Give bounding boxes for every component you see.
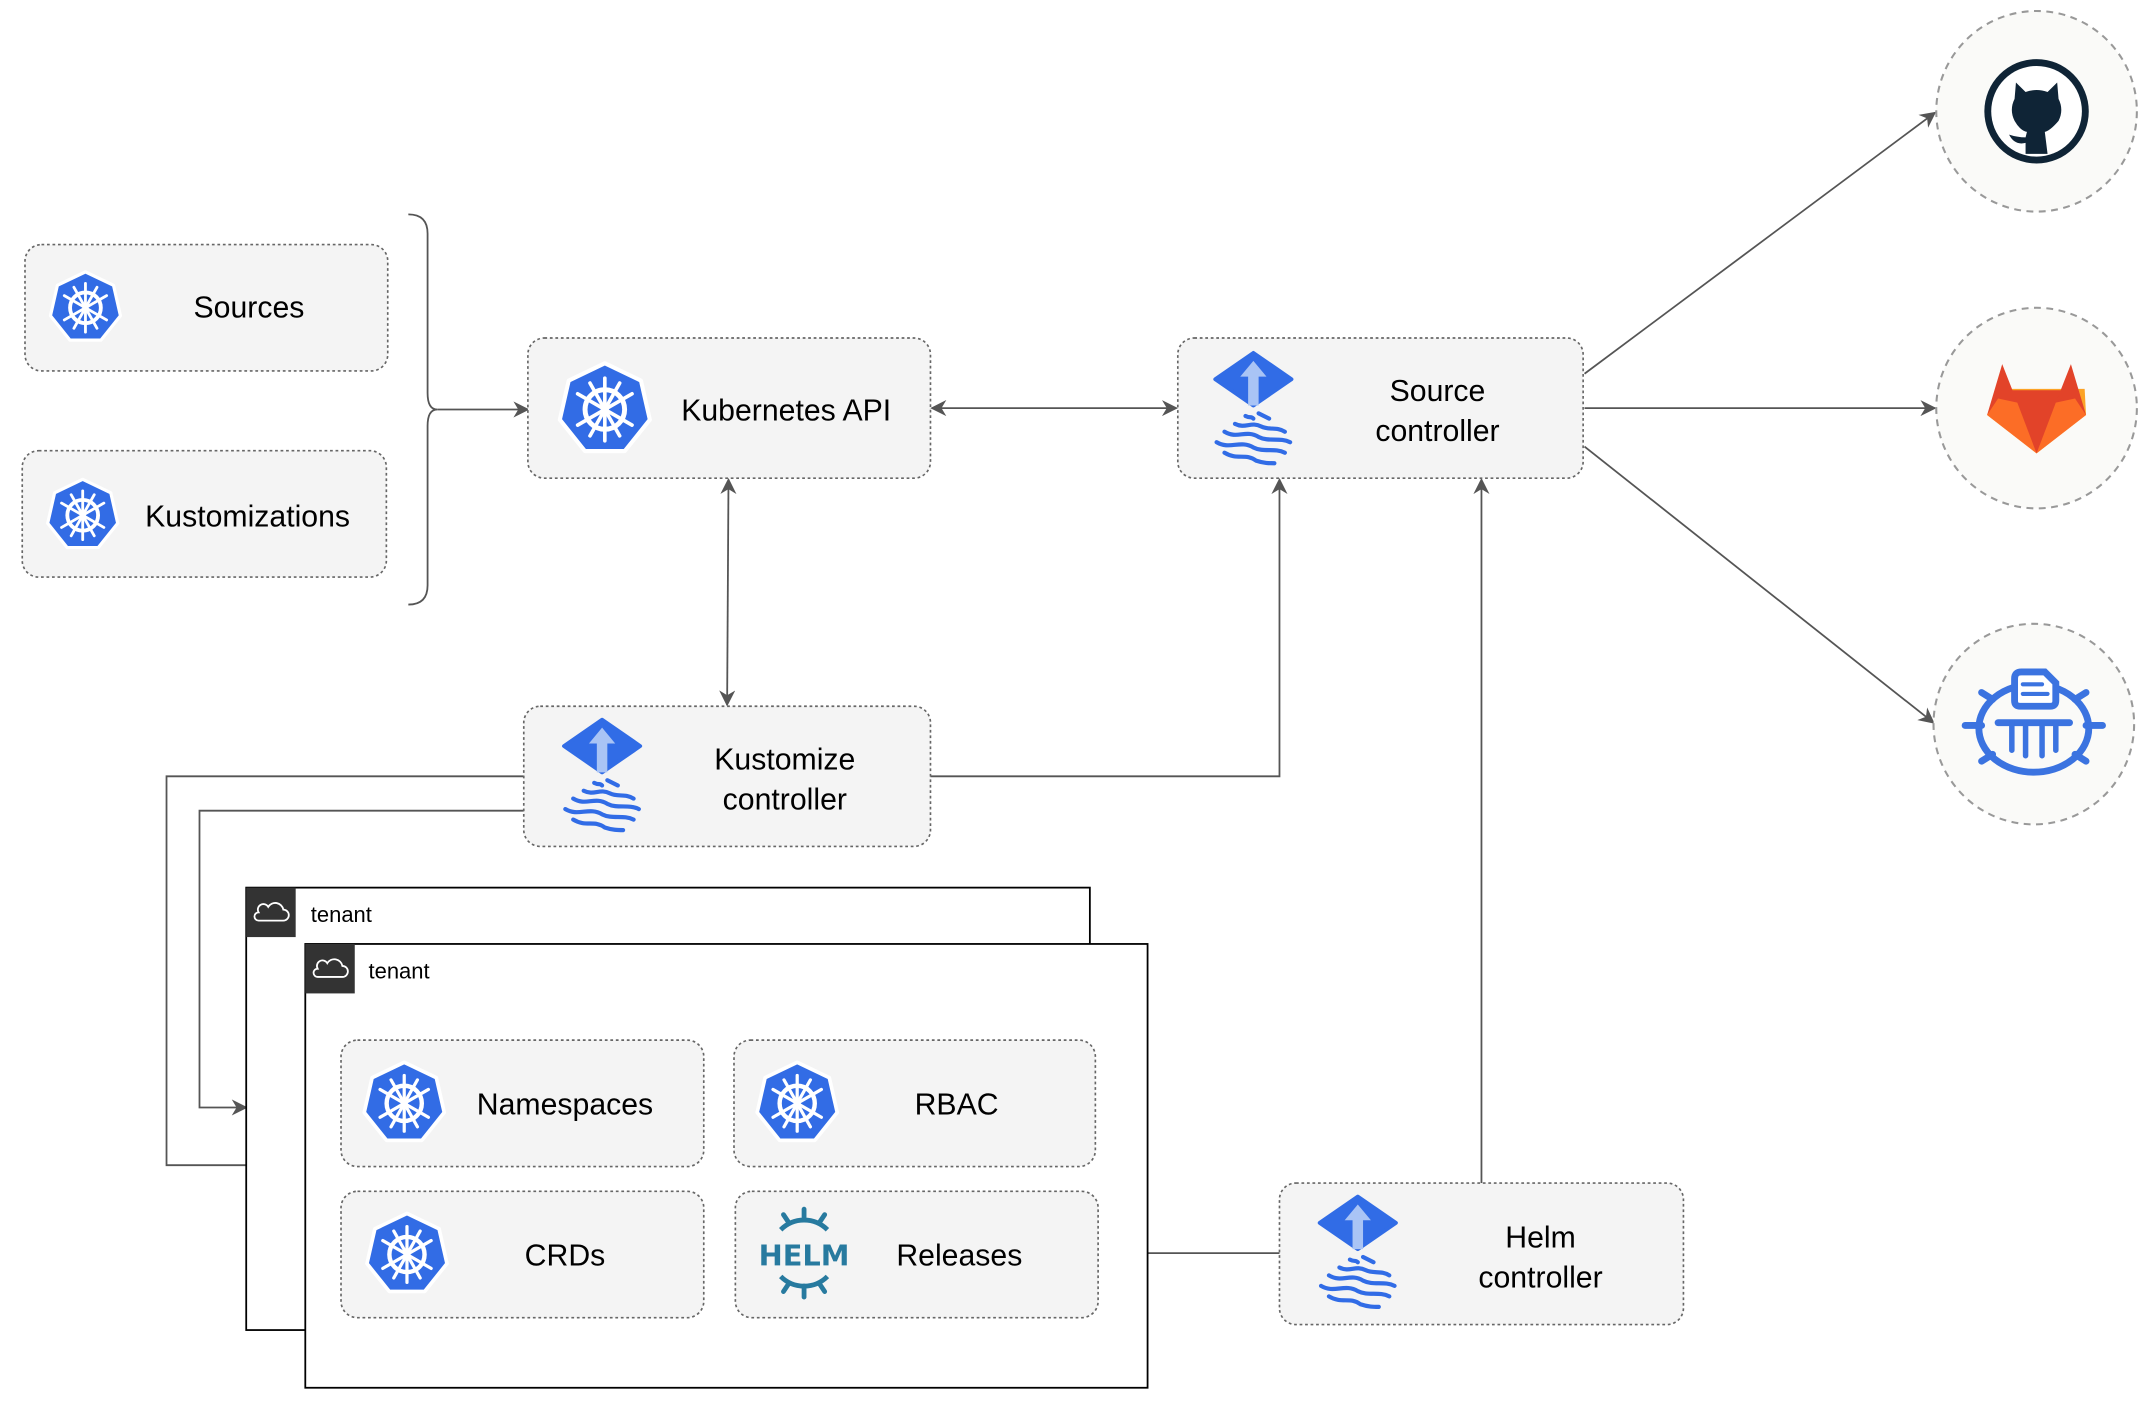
node-label: RBAC <box>915 1088 999 1121</box>
node-label: CRDs <box>525 1239 606 1272</box>
helm-logo-text: HELM <box>759 1238 850 1272</box>
node-releases[interactable]: HELM Releases <box>734 1190 1099 1319</box>
cloud-icon <box>312 958 349 978</box>
bucket-icon <box>1961 668 2106 776</box>
node-label-line2: controller <box>1375 415 1499 448</box>
helm-icon: HELM <box>759 1206 850 1300</box>
node-sources[interactable]: Sources <box>24 243 389 372</box>
github-icon <box>1984 59 2089 164</box>
node-kubernetes-api[interactable]: Kubernetes API <box>527 337 932 479</box>
node-label: Kustomizations <box>145 500 350 533</box>
node-label: Releases <box>896 1239 1022 1272</box>
kubernetes-icon <box>367 1213 447 1291</box>
node-namespaces[interactable]: Namespaces <box>340 1039 705 1168</box>
kubernetes-icon <box>45 477 120 550</box>
edge-kustomize-to-tenant-back <box>198 809 524 1116</box>
node-label-line1: Helm <box>1505 1222 1576 1255</box>
edge-source-to-bucket <box>1583 445 1935 724</box>
node-label: Sources <box>194 291 305 324</box>
external-github[interactable] <box>1935 9 2138 213</box>
tenant-label: tenant <box>369 958 430 983</box>
node-label: Namespaces <box>477 1088 653 1121</box>
node-source-controller[interactable]: Source controller <box>1176 337 1584 479</box>
edge-kustomize-to-tenant-front <box>165 775 524 1174</box>
edge-source-to-github <box>1583 111 1937 375</box>
node-kustomizations[interactable]: Kustomizations <box>21 449 388 578</box>
kubernetes-icon <box>364 1062 444 1140</box>
node-rbac[interactable]: RBAC <box>733 1039 1097 1168</box>
edge-kubernetes-api-kustomize-controller <box>719 477 737 707</box>
external-bucket[interactable] <box>1932 622 2136 826</box>
node-crds[interactable]: CRDs <box>340 1190 705 1319</box>
node-label: Kubernetes API <box>681 394 891 427</box>
node-helm-controller[interactable]: Helm controller <box>1278 1182 1685 1326</box>
sources-kustomizations-brace <box>408 213 438 606</box>
kubernetes-icon <box>48 269 123 343</box>
node-label-line1: Kustomize <box>714 743 855 776</box>
gitlab-icon <box>1987 364 2087 454</box>
node-label-line1: Source <box>1390 375 1486 408</box>
cloud-icon <box>253 902 290 922</box>
tenant-label: tenant <box>311 902 372 927</box>
external-gitlab[interactable] <box>1935 306 2138 510</box>
node-label-line2: controller <box>1478 1261 1602 1294</box>
kubernetes-icon <box>560 363 650 451</box>
edge-kustomize-to-source-controller <box>930 477 1288 778</box>
kubernetes-icon <box>757 1062 837 1140</box>
node-kustomize-controller[interactable]: Kustomize controller <box>522 705 932 848</box>
node-label-line2: controller <box>723 783 847 816</box>
